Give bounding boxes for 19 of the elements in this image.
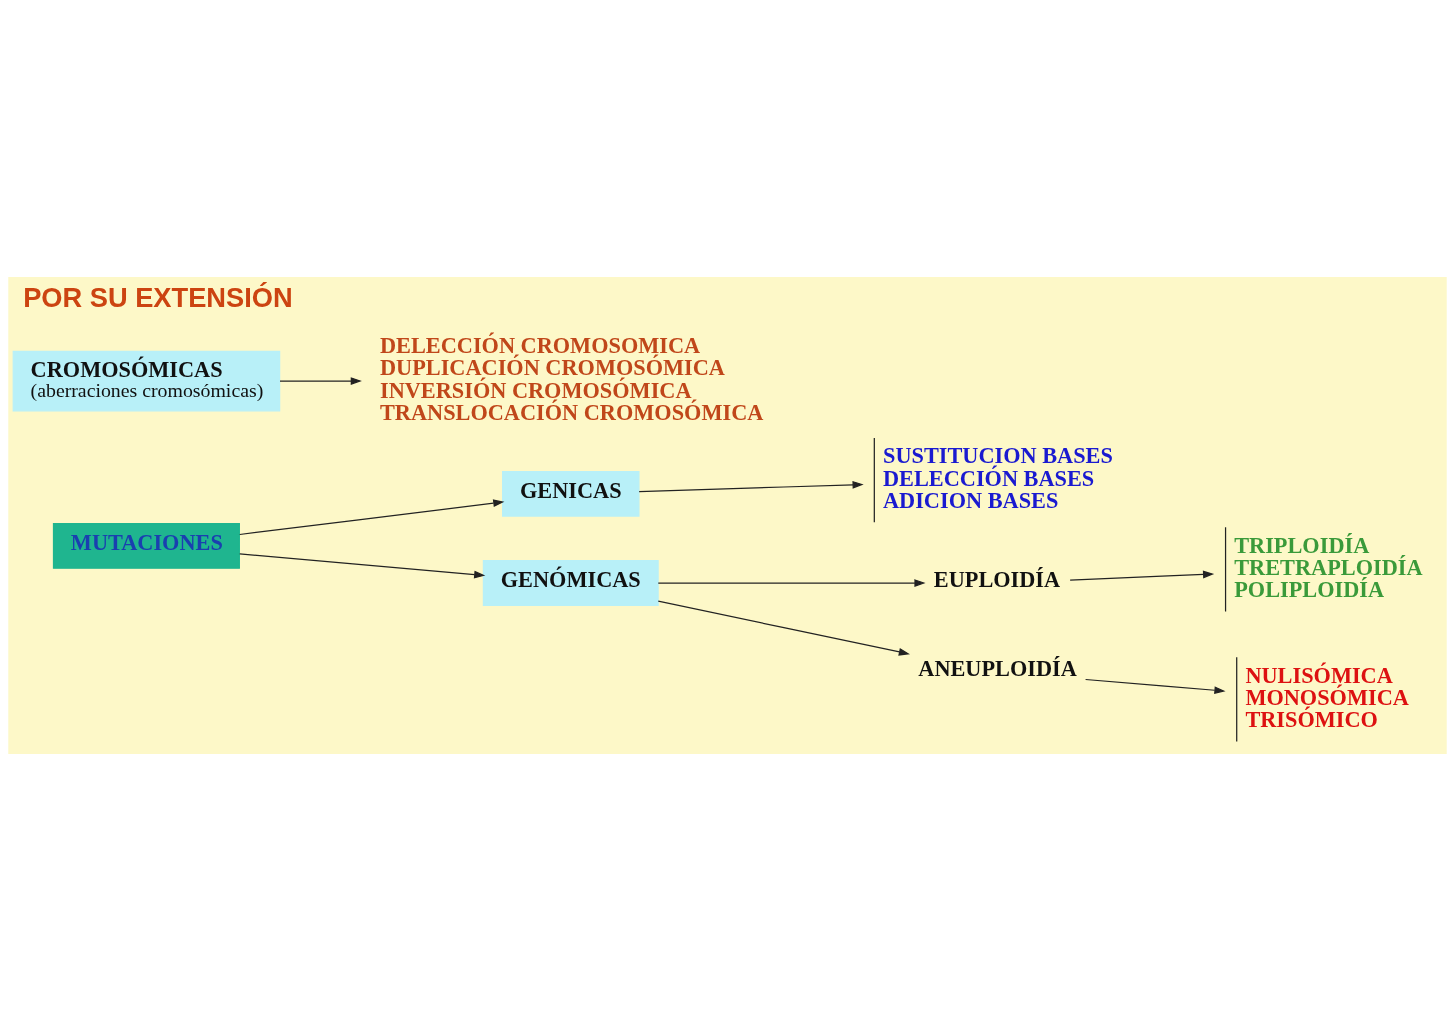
node-text: NULISÓMICA MONOSÓMICA TRISÓMICO xyxy=(1245,662,1409,733)
node-box: CROMOSÓMICAS (aberraciones cromosómicas) xyxy=(12,350,281,412)
arrow xyxy=(279,377,362,385)
node-box: MUTACIONES xyxy=(52,522,240,569)
node-text: TRIPLOIDÍA TRETRAPLOIDÍA POLIPLOIDÍA xyxy=(1234,532,1423,603)
node-text: DELECCIÓN CROMOSOMICA DUPLICACIÓN CROMOSÓMICA INVERSIÓN CROMOSÓMICA TRANSLOCACIÓN CROMOSÓMICA xyxy=(379,333,764,425)
arrow xyxy=(1085,678,1226,695)
arrow xyxy=(1069,570,1215,581)
node-box: GENÓMICAS xyxy=(482,560,659,606)
node-box: GENICAS xyxy=(502,470,640,517)
arrow xyxy=(638,480,864,493)
node-text: SUSTITUCION BASES DELECCIÓN BASES ADICION BASES xyxy=(882,443,1113,513)
arrow xyxy=(239,499,505,536)
node-text: EUPLOIDÍA xyxy=(933,567,1061,593)
arrow xyxy=(657,600,910,656)
diagram-title: POR SU EXTENSIÓN xyxy=(23,282,293,314)
node-text: ANEUPLOIDÍA xyxy=(918,656,1077,682)
arrow xyxy=(239,553,486,579)
arrow xyxy=(657,579,926,587)
